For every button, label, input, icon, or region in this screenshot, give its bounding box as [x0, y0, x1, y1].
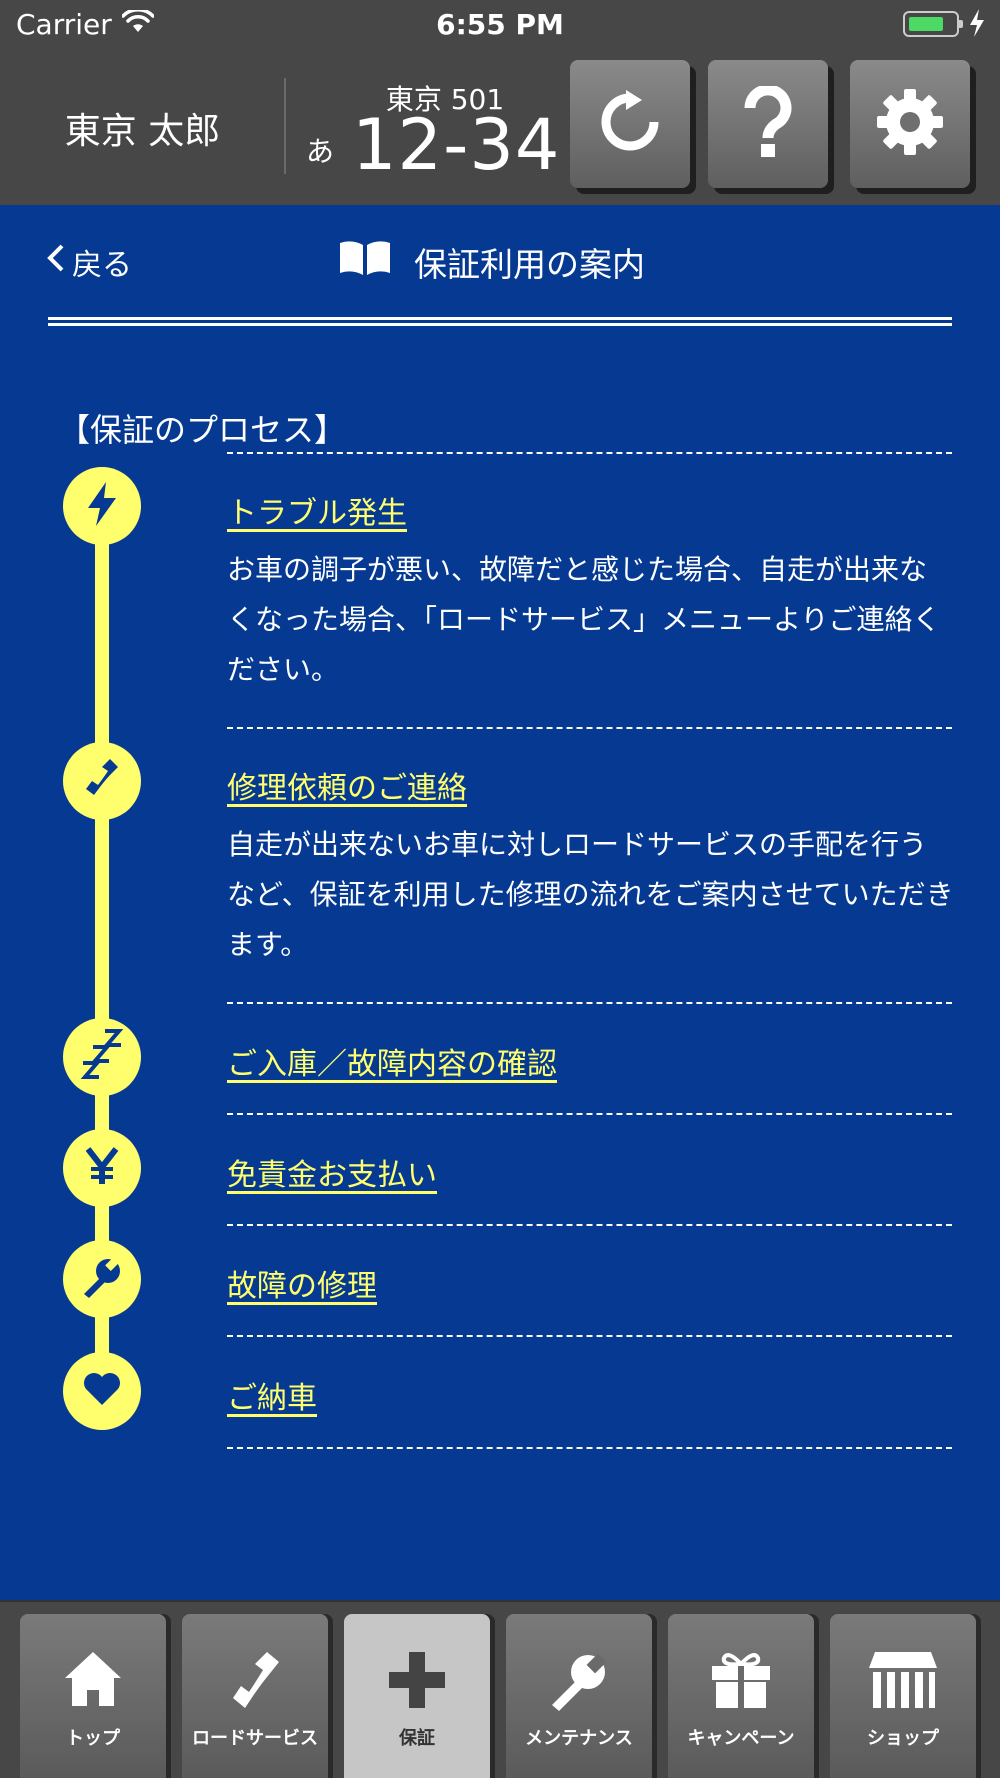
refresh-button[interactable] — [570, 60, 690, 188]
back-label: 戻る — [72, 248, 132, 283]
tab-maintenance[interactable]: メンテナンス — [506, 1614, 652, 1778]
user-name: 東京 太郎 — [64, 111, 221, 152]
divider — [227, 1224, 952, 1226]
status-bar: Carrier 6:55 PM — [0, 0, 1000, 50]
refresh-icon — [598, 90, 662, 158]
yen-icon — [85, 1147, 119, 1189]
divider — [227, 1113, 952, 1115]
header-divider — [284, 78, 286, 174]
divider — [227, 1335, 952, 1337]
wrench-icon — [80, 1255, 124, 1303]
tab-label: ショップ — [867, 1728, 939, 1749]
tab-label: ロードサービス — [192, 1728, 318, 1749]
divider — [227, 1002, 952, 1004]
wrench-icon — [506, 1650, 652, 1712]
home-icon — [20, 1650, 166, 1708]
divider — [227, 452, 952, 454]
heart-icon — [82, 1371, 122, 1411]
back-button[interactable]: 戻る — [46, 240, 132, 284]
settings-button[interactable] — [850, 60, 970, 188]
tab-label: トップ — [66, 1728, 120, 1749]
step-description: 自走が出来ないお車に対しロードサービスの手配を行うなど、保証を利用した修理の流れ… — [227, 828, 954, 961]
tab-label: メンテナンス — [525, 1728, 633, 1749]
plate-kana: あ — [306, 135, 335, 168]
step-marker — [63, 1240, 141, 1318]
step-marker — [63, 1018, 141, 1096]
tab-road-service[interactable]: ロードサービス — [182, 1614, 328, 1778]
page-title: 保証利用の案内 — [414, 245, 645, 284]
phone-icon — [182, 1650, 328, 1716]
tab-label: キャンペーン — [687, 1728, 795, 1749]
step-marker — [63, 1352, 141, 1430]
title-divider — [48, 317, 952, 326]
shop-icon — [830, 1650, 976, 1710]
help-button[interactable] — [708, 60, 828, 188]
chevron-left-icon — [46, 243, 66, 281]
plate-region: 東京 501 — [385, 83, 505, 116]
settings-icon — [875, 87, 945, 161]
book-icon — [338, 239, 414, 285]
section-heading: 【保証のプロセス】 — [58, 411, 347, 449]
phone-icon — [82, 757, 122, 805]
divider — [227, 727, 952, 729]
step-marker — [63, 467, 141, 545]
plate-number: 12-34 — [352, 104, 561, 186]
tab-top[interactable]: トップ — [20, 1614, 166, 1778]
battery-icon — [903, 11, 963, 37]
app-header: 東京 太郎 東京 501 あ 12-34 — [0, 50, 1000, 205]
status-time: 6:55 PM — [436, 8, 564, 41]
divider — [227, 1447, 952, 1449]
step-link[interactable]: 修理依頼のご連絡 — [227, 771, 467, 806]
step-link[interactable]: ご納車 — [227, 1381, 317, 1416]
page-title-row: 保証利用の案内 — [338, 238, 645, 286]
step-description: お車の調子が悪い、故障だと感じた場合、自走が出来なくなった場合、「ロードサービス… — [227, 553, 941, 686]
lightning-icon — [82, 480, 122, 532]
step-link[interactable]: ご入庫／故障内容の確認 — [227, 1047, 557, 1082]
plus-icon — [344, 1650, 490, 1710]
step-link[interactable]: 故障の修理 — [227, 1269, 377, 1304]
tab-warranty[interactable]: 保証 — [344, 1614, 490, 1778]
step-link[interactable]: トラブル発生 — [227, 496, 407, 531]
tab-bar: トップ ロードサービス 保証 メンテナンス — [0, 1600, 1000, 1778]
tab-label: 保証 — [399, 1728, 435, 1749]
step-link[interactable]: 免責金お支払い — [227, 1158, 437, 1193]
sleep-icon — [79, 1027, 125, 1087]
tab-shop[interactable]: ショップ — [830, 1614, 976, 1778]
wifi-icon — [121, 8, 155, 38]
step-marker — [63, 742, 141, 820]
carrier-label: Carrier — [16, 8, 112, 41]
tab-campaign[interactable]: キャンペーン — [668, 1614, 814, 1778]
charging-icon — [968, 8, 986, 42]
help-icon — [740, 84, 796, 162]
step-marker — [63, 1129, 141, 1207]
gift-icon — [668, 1650, 814, 1710]
